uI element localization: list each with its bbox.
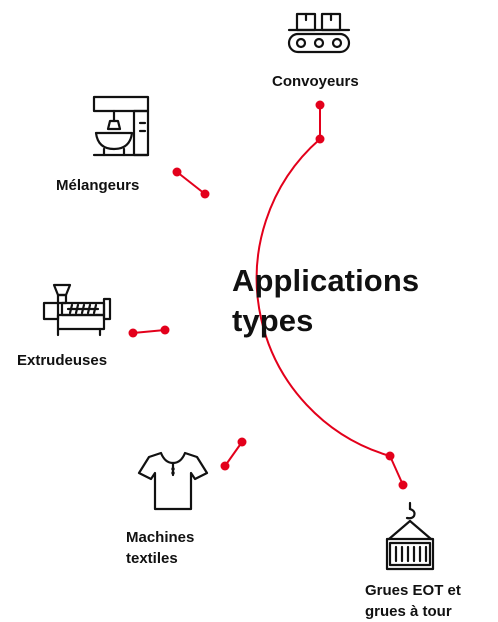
node-dot-convoyeurs-junction: [315, 134, 325, 144]
node-dot-grues-outer: [398, 480, 408, 490]
mixer-icon: [90, 93, 154, 159]
connector-line-grues: [389, 455, 404, 486]
connector-line-melangeurs: [176, 171, 206, 195]
label-machines-textiles: Machines textiles: [126, 527, 194, 569]
node-dot-extrudeuses-junction: [160, 325, 170, 335]
node-dot-melangeurs-outer: [172, 167, 182, 177]
label-convoyeurs: Convoyeurs: [272, 73, 359, 90]
main-arc: [255, 138, 391, 457]
node-dot-convoyeurs-outer: [315, 100, 325, 110]
label-machines-textiles-line-2: textiles: [126, 550, 178, 567]
label-machines-textiles-line-1: Machines: [126, 529, 195, 546]
label-grues-line-2: grues à tour: [365, 603, 452, 620]
conveyor-icon: [287, 12, 353, 56]
center-title-line-1: Applications: [232, 263, 420, 298]
center-title-line-2: types: [232, 303, 314, 338]
label-grues: Grues EOT et grues à tour: [365, 580, 461, 622]
node-dot-textiles-outer: [220, 461, 230, 471]
connector-line-extrudeuses: [132, 329, 166, 334]
crane-container-icon: [383, 501, 437, 573]
label-extrudeuses: Extrudeuses: [17, 352, 108, 369]
label-grues-line-1: Grues EOT et: [365, 582, 461, 599]
node-dot-textiles-junction: [237, 437, 247, 447]
node-dot-extrudeuses-outer: [128, 328, 138, 338]
connector-line-textiles: [224, 441, 243, 467]
node-dot-melangeurs-junction: [200, 189, 210, 199]
node-dot-grues-junction: [385, 451, 395, 461]
extruder-icon: [40, 283, 112, 343]
center-title: Applications types: [232, 261, 472, 341]
label-melangeurs: Mélangeurs: [56, 177, 140, 194]
tshirt-icon: [137, 449, 209, 513]
